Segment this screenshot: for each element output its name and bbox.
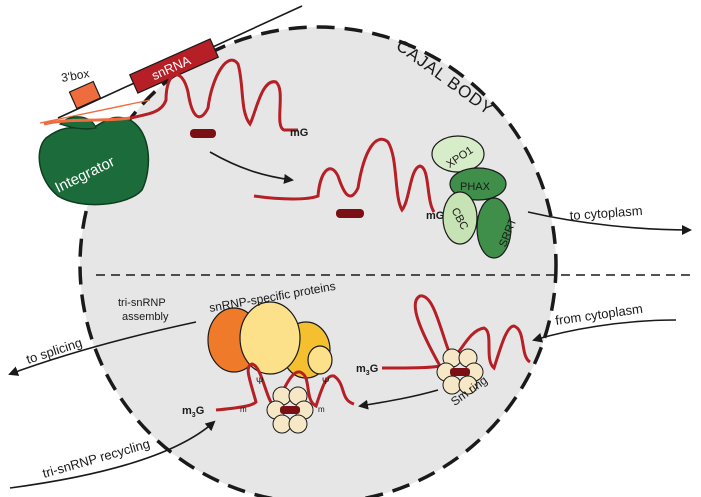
phax-label: PHAX bbox=[460, 181, 491, 193]
mod-mark-2: m bbox=[318, 405, 325, 414]
sm-site-middle bbox=[336, 209, 364, 218]
protein-yellow-small bbox=[307, 345, 333, 375]
m3g-left-label: m3G bbox=[182, 405, 204, 419]
psi-mark-2: Ψ bbox=[322, 376, 330, 386]
snrna-snrnp-left bbox=[215, 362, 355, 412]
arrow-to-splicing bbox=[8, 321, 197, 376]
arrow-sm-to-snrnp bbox=[358, 389, 439, 410]
pre-snrna-top bbox=[129, 58, 298, 132]
arrow-to-cytoplasm bbox=[527, 211, 692, 235]
xpo1-protein bbox=[431, 135, 485, 173]
cbc-protein bbox=[442, 191, 478, 245]
protein-yellow-large bbox=[239, 301, 301, 375]
to-cytoplasm-label: to cytoplasm bbox=[569, 203, 643, 223]
psi-mark-1: Ψ bbox=[256, 376, 264, 386]
m3g-right-label: m3G bbox=[356, 363, 378, 377]
mod-mark-1: m bbox=[240, 405, 247, 414]
to-splicing-label: to splicing bbox=[24, 335, 84, 367]
mg-middle-label: mG bbox=[426, 210, 444, 222]
tri-assembly-label-1: tri-snRNP bbox=[118, 297, 166, 309]
tri-recycling-label: tri-snRNP recycling bbox=[41, 436, 152, 481]
pre-snrna-top-tail bbox=[43, 116, 131, 126]
arrow-from-cytoplasm bbox=[532, 319, 677, 343]
from-cytoplasm-label: from cytoplasm bbox=[554, 301, 643, 328]
srrt-protein bbox=[476, 197, 512, 259]
arrow-recycling bbox=[9, 420, 216, 489]
phax-protein bbox=[449, 167, 507, 201]
transcript-tail-line bbox=[39, 99, 151, 124]
sm-ring-left bbox=[266, 386, 314, 434]
arrow-import bbox=[209, 151, 294, 184]
tri-assembly-label-2: assembly bbox=[122, 311, 169, 323]
export-complex: XPO1 PHAX CBC SRRT bbox=[431, 135, 519, 259]
integrator-complex: Integrator bbox=[38, 116, 150, 206]
snrna-sm-right bbox=[381, 294, 532, 371]
snrna-middle bbox=[253, 137, 436, 213]
mg-top-label: mG bbox=[290, 127, 308, 139]
snrnp-specific-proteins bbox=[207, 301, 333, 379]
sm-ring-right bbox=[436, 348, 484, 395]
box3-label: 3'box bbox=[60, 66, 90, 85]
sm-site-top bbox=[190, 129, 216, 138]
box3-element: 3'box bbox=[60, 66, 102, 110]
